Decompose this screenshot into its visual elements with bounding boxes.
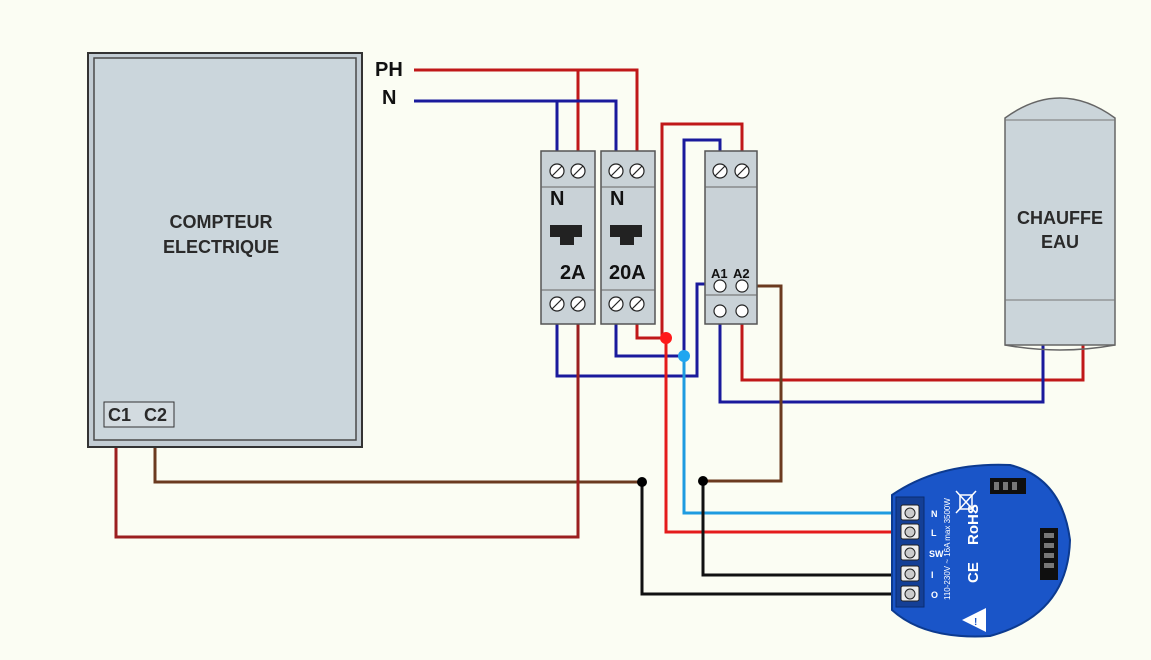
water-heater: CHAUFFE EAU: [1004, 97, 1116, 351]
module-terminal-sw: SW: [929, 549, 944, 559]
wire-heater-neutral: [718, 318, 1045, 404]
wires: [114, 68, 1085, 596]
module-terminal-n: N: [931, 509, 938, 519]
screw-terminal-icon: [549, 296, 586, 312]
wire-module-phase: [664, 338, 892, 534]
junction-dot-icon: [698, 476, 708, 486]
warning-triangle-icon: !: [962, 608, 986, 632]
coil-terminal-icon: [713, 279, 749, 318]
contactor-a1-label: A1: [711, 266, 728, 281]
heater-title-line1: CHAUFFE: [1017, 208, 1103, 228]
module-connector-side-pins: [1044, 533, 1054, 568]
neutral-label: N: [382, 87, 396, 109]
heater-title-line2: EAU: [1041, 232, 1079, 252]
wire-module-sw: [701, 481, 892, 577]
breaker-2a-pole: N: [550, 188, 564, 210]
junction-dot-icon: [637, 477, 647, 487]
breaker-20a: N 20A: [600, 150, 656, 325]
junction-dot-icon: [678, 350, 690, 362]
meter-terminal-c1: C1: [108, 405, 131, 425]
meter-title-line2: ELECTRIQUE: [163, 237, 279, 257]
relay-module: O I SW L N 110-230V ~ 16A max 3500W CE R…: [891, 463, 1072, 638]
meter-title-line1: COMPTEUR: [170, 212, 273, 232]
contactor-a2-label: A2: [733, 266, 750, 281]
breaker-2a-rating: 2A: [560, 262, 586, 284]
wire-coil-a2: [703, 284, 783, 483]
rohs-mark: RoHS: [965, 504, 982, 545]
electric-meter: COMPTEUR ELECTRIQUE C1 C2: [87, 52, 363, 448]
breaker-2a: N 2A: [540, 150, 596, 325]
wire-20a-neutral-out: [614, 318, 684, 358]
breaker-20a-pole: N: [610, 188, 624, 210]
screw-terminal-icon: [608, 296, 645, 312]
contactor: A1 A2: [704, 150, 758, 325]
wire-phase-supply: [414, 68, 639, 158]
breaker-toggle-icon: [610, 225, 642, 245]
module-connector-top-pins: [994, 482, 1017, 490]
wire-neutral-supply: [414, 99, 618, 158]
wire-heater-phase: [740, 318, 1085, 382]
module-terminal-labels: O I SW L N: [929, 509, 944, 600]
module-terminal-i: I: [931, 570, 934, 580]
screw-terminal-icon: [900, 504, 920, 602]
meter-terminal-c2: C2: [144, 405, 167, 425]
breaker-20a-rating: 20A: [609, 262, 646, 284]
wire-module-neutral: [682, 356, 892, 515]
module-terminal-l: L: [931, 528, 937, 538]
wire-module-out: [640, 482, 892, 596]
wire-meter-c2: [153, 446, 642, 484]
wire-contactor-neutral-in: [682, 138, 722, 356]
breaker-toggle-icon: [550, 225, 582, 245]
phase-label: PH: [375, 59, 403, 81]
ce-mark: CE: [965, 562, 982, 583]
svg-text:!: !: [974, 617, 977, 628]
screw-terminal-icon: [712, 163, 750, 179]
wire-contactor-phase-in: [660, 122, 744, 338]
screw-terminal-icon: [608, 163, 645, 179]
junction-dot-icon: [660, 332, 672, 344]
weee-bin-icon: [955, 490, 977, 514]
meter-terminal-block: [103, 401, 175, 428]
module-terminal-o: O: [931, 590, 938, 600]
wire-meter-c1: [114, 318, 580, 539]
module-fine-print: 110-230V ~ 16A max 3500W: [943, 498, 952, 600]
screw-terminal-icon: [549, 163, 586, 179]
